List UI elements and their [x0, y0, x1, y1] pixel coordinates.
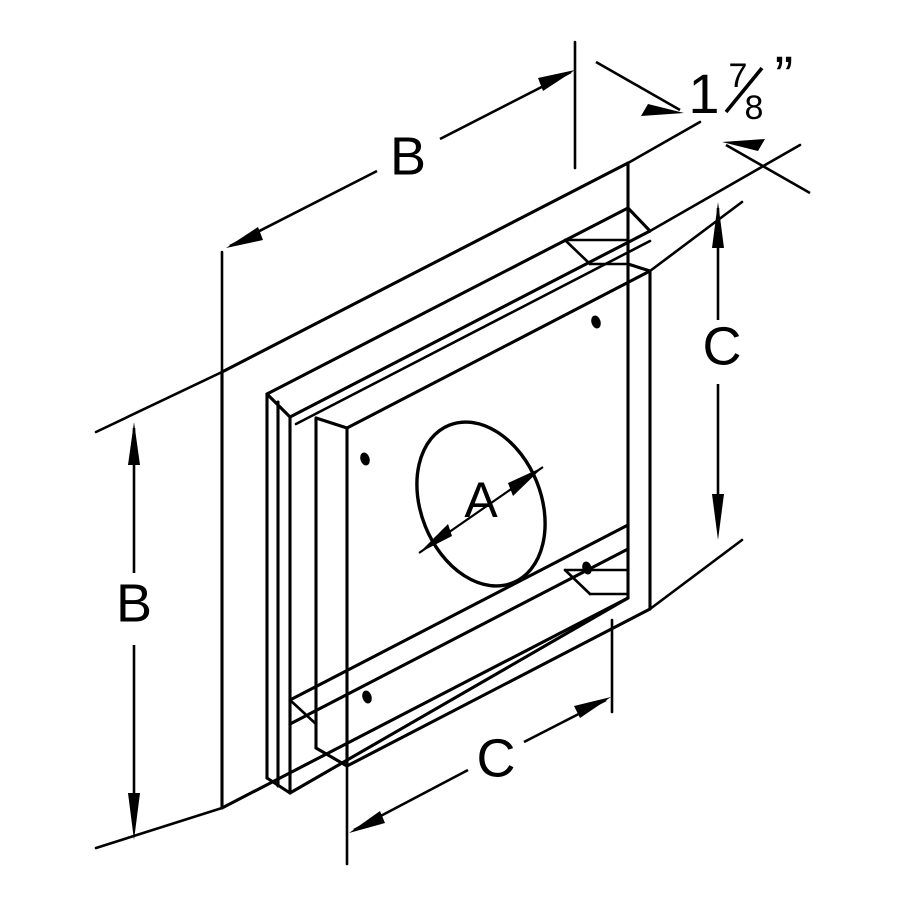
front-plate-right-top-return [626, 262, 652, 273]
dimension-depth-callout: 1 7 8 ” [595, 44, 811, 233]
screw-hole-left-upper [360, 452, 370, 466]
back-wall-plate [220, 161, 630, 810]
depth-callout-denominator: 8 [745, 89, 764, 127]
dimension-label-b-top: B [390, 126, 426, 186]
depth-callout-arrowhead-upper [641, 104, 684, 116]
depth-callout-line-lower [725, 143, 811, 195]
dimension-c-bottom: C [345, 618, 614, 866]
collar-top-front-edge-outer [288, 229, 652, 419]
a-dimension-arrowhead-right [508, 467, 543, 496]
c-right-extension-top [648, 200, 744, 273]
b-top-arrowhead-right [538, 70, 575, 91]
depth-callout-line-upper [595, 60, 681, 112]
flue-ellipse [415, 420, 547, 588]
c-bottom-arrowhead-left [349, 811, 385, 833]
dimension-label-b-left: B [116, 573, 152, 633]
dimension-label-c-right: C [703, 316, 742, 376]
c-bottom-arrowhead-right [574, 697, 611, 718]
front-plate-top-edge [345, 269, 652, 430]
collar-flange-lower-left-diagonal [288, 698, 318, 726]
c-right-arrowhead-top [712, 202, 724, 248]
collar-left-bottom-join [265, 776, 292, 795]
dimension-label-c-bottom: C [477, 728, 516, 788]
dimension-b-top: B [220, 40, 577, 374]
collar-top-back-edge [265, 206, 630, 396]
collar-bottom-flange-mid-edge [288, 547, 630, 726]
flue-opening-group: A [415, 420, 547, 588]
depth-callout-extension-front [648, 143, 802, 233]
screw-hole-left-lower [362, 690, 372, 704]
b-left-extension-top [94, 370, 224, 434]
screw-hole-group [360, 315, 601, 704]
dimension-c-right: C [648, 200, 744, 611]
depth-callout-arrowhead-lower [722, 139, 765, 151]
depth-callout-whole-number: 1 [688, 62, 719, 125]
front-face-plate [314, 262, 652, 768]
depth-callout-extension-back [626, 120, 702, 165]
screw-hole-right-lower [582, 561, 592, 575]
dimension-label-a: A [464, 472, 498, 528]
depth-callout-inch-mark: ” [775, 44, 794, 107]
collar-flange-upper-diagonal [563, 238, 592, 266]
front-plate-bottom-edge [345, 607, 652, 768]
b-left-arrowhead-bottom [128, 793, 140, 840]
collar-bottom-flange-top-edge [288, 523, 630, 702]
back-plate-top-edge [220, 161, 630, 374]
b-top-arrowhead-left [226, 227, 263, 248]
c-right-extension-bottom [648, 538, 744, 611]
front-plate-left-thickness-top [314, 416, 349, 430]
front-plate-left-thickness-bottom [314, 746, 349, 768]
collar-top-right-join [626, 206, 652, 233]
b-left-extension-bottom [94, 806, 224, 850]
depth-callout-fraction-bar [724, 66, 764, 114]
depth-callout-text-group: 1 7 8 ” [688, 44, 793, 127]
depth-callout-numerator: 7 [729, 57, 748, 95]
dimension-b-left: B [94, 370, 224, 850]
screw-hole-top-right [591, 315, 601, 329]
collar-top-front-edge-inner [294, 239, 652, 426]
b-left-arrowhead-top [128, 422, 140, 465]
c-right-arrowhead-bottom [712, 494, 724, 540]
collar-box [265, 206, 652, 795]
a-dimension-arrowhead-left [419, 524, 452, 553]
collar-flange-lower-right-diagonal [563, 568, 592, 596]
